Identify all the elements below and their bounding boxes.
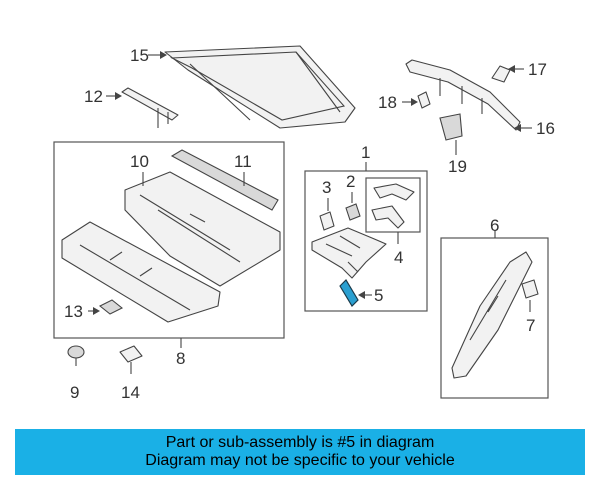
callout-6: 6 (490, 216, 499, 235)
callout-12: 12 (84, 87, 103, 106)
callout-1: 1 (361, 143, 370, 162)
part-7-clip (521, 279, 539, 299)
part-17-clip (491, 65, 511, 83)
part-2-clip (345, 203, 361, 221)
part-9-fastener (67, 345, 85, 366)
callout-8: 8 (176, 349, 185, 368)
part-1-bracket-assembly (311, 227, 387, 279)
parts-diagram: 15 12 16 17 18 19 10 11 (53, 45, 555, 402)
part-3-clip (319, 211, 335, 231)
callout-17: 17 (528, 60, 547, 79)
info-banner: Part or sub-assembly is #5 in diagram Di… (15, 429, 585, 475)
callout-18: 18 (378, 93, 397, 112)
callout-19: 19 (448, 157, 467, 176)
part-11-trim-panel (170, 149, 279, 211)
part-13-pad (98, 299, 124, 315)
callout-15: 15 (130, 46, 149, 65)
group-box-8 (53, 141, 285, 339)
group-box-4 (365, 177, 421, 233)
banner-line-2: Diagram may not be specific to your vehi… (145, 452, 455, 469)
part-4-brackets (371, 183, 415, 229)
callout-16: 16 (536, 119, 555, 138)
part-8-lower-panel (61, 221, 221, 323)
callout-2: 2 (346, 172, 355, 191)
banner-line-1: Part or sub-assembly is #5 in diagram (165, 434, 435, 451)
callout-13: 13 (64, 302, 83, 321)
part-6-pillar-trim (451, 251, 533, 379)
part-5-highlighted (339, 279, 359, 307)
callout-14: 14 (121, 383, 140, 402)
callout-10: 10 (130, 152, 149, 171)
part-15-tray-frame (164, 45, 356, 129)
part-12-bracket (121, 87, 179, 128)
callout-5: 5 (374, 286, 383, 305)
part-14-pad (119, 345, 143, 374)
part-10-rear-shelf (124, 171, 281, 287)
part-19-bracket (439, 113, 463, 141)
callout-9: 9 (70, 383, 79, 402)
part-18-clip (417, 91, 431, 109)
callout-7: 7 (526, 316, 535, 335)
callout-11: 11 (234, 152, 252, 171)
callout-3: 3 (322, 178, 331, 197)
callout-4: 4 (394, 248, 403, 267)
